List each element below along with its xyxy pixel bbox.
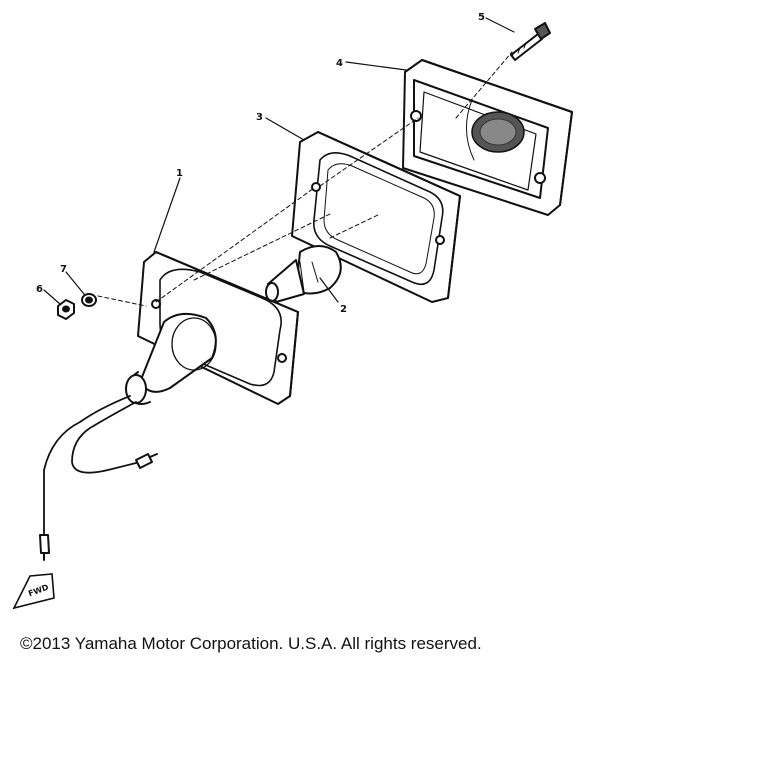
assembly-lines xyxy=(97,51,513,307)
fwd-arrow-icon: FWD xyxy=(12,573,55,610)
part-lens-cover xyxy=(402,59,573,216)
callout-3: 3 xyxy=(256,112,263,123)
callout-1: 1 xyxy=(176,168,183,179)
callout-2: 2 xyxy=(340,304,347,315)
callout-4: 4 xyxy=(336,58,343,69)
part-washer xyxy=(81,293,97,307)
part-gasket xyxy=(291,131,461,303)
callout-leaders xyxy=(43,17,515,305)
callout-6: 6 xyxy=(36,284,43,295)
copyright-notice: ©2013 Yamaha Motor Corporation. U.S.A. A… xyxy=(20,634,482,653)
part-base-housing xyxy=(39,251,299,561)
part-bulb xyxy=(265,245,342,303)
part-nut xyxy=(57,299,75,320)
part-screw xyxy=(510,22,551,61)
callout-5: 5 xyxy=(478,12,485,23)
callout-7: 7 xyxy=(60,264,67,275)
